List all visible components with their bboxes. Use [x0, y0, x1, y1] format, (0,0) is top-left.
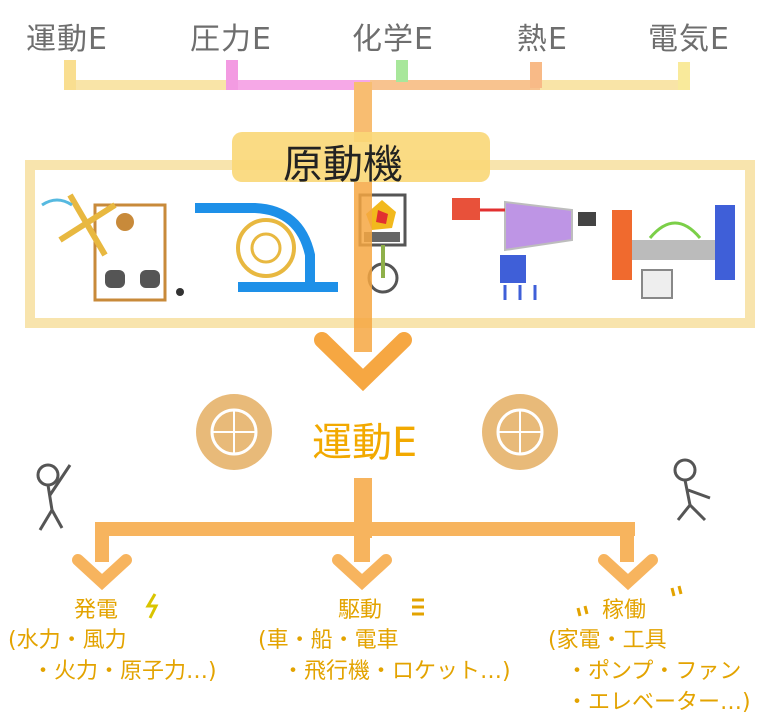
output-branch	[72, 478, 658, 591]
use-line-operation-3: ・エレベーター…)	[566, 690, 751, 715]
person-left	[36, 463, 72, 531]
gear-left	[196, 394, 272, 470]
person-right	[673, 458, 711, 522]
energy-source-heat: 熱E	[517, 22, 568, 57]
engine-machine	[358, 193, 407, 294]
vibration-marks-icon	[576, 585, 683, 617]
output-energy-label: 運動E	[312, 420, 418, 466]
lightning-icon	[145, 593, 159, 619]
use-line-drive-1: (車・船・電車	[258, 628, 399, 653]
use-line-generation-1: (水力・風力	[8, 628, 127, 653]
use-line-drive-2: ・飛行機・ロケット…)	[282, 659, 511, 684]
use-line-operation-2: ・ポンプ・ファン	[566, 659, 742, 684]
use-title-generation: 発電	[74, 598, 119, 623]
source-connector	[64, 60, 690, 142]
windmill-machine	[41, 193, 184, 302]
motion-lines-icon	[412, 598, 424, 616]
motor-machine	[612, 205, 735, 299]
use-title-operation: 稼働	[602, 598, 647, 623]
energy-source-electric: 電気E	[648, 22, 730, 57]
use-line-operation-1: (家電・工具	[548, 628, 667, 653]
gear-right	[482, 394, 558, 470]
energy-source-chemical: 化学E	[352, 22, 434, 57]
energy-source-pressure: 圧力E	[190, 22, 272, 57]
use-title-drive: 駆動	[338, 598, 383, 623]
use-line-generation-2: ・火力・原子力…)	[32, 659, 217, 684]
flow-down-arrow	[314, 182, 412, 392]
energy-source-kinetic: 運動E	[26, 22, 108, 57]
prime-mover-title: 原動機	[283, 142, 403, 188]
prime-mover-panel	[25, 132, 755, 328]
steam-turbine-machine	[452, 198, 596, 300]
water-turbine-machine	[195, 203, 338, 292]
